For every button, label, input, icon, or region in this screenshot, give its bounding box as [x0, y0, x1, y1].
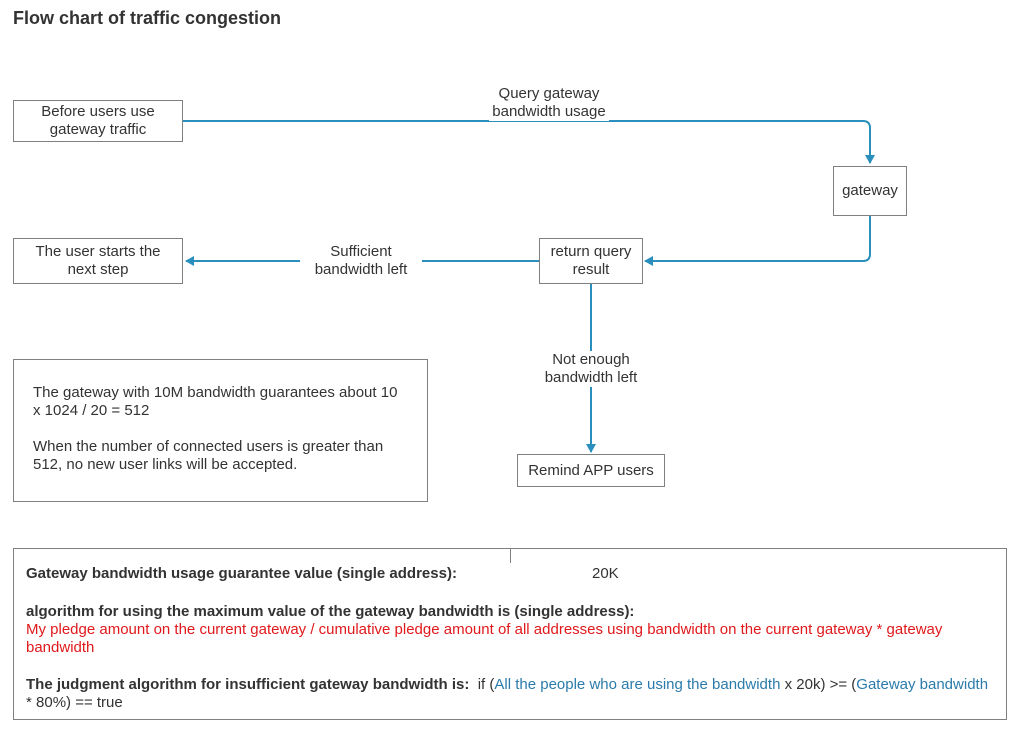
node-user-next-step: The user starts the next step — [13, 238, 183, 284]
node-remind-app-users: Remind APP users — [517, 454, 665, 487]
edge-label-not-enough: Not enough bandwidth left — [531, 351, 651, 387]
node-return-query-result: return query result — [539, 238, 643, 284]
note-line-1: The gateway with 10M bandwidth guarantee… — [33, 384, 398, 419]
judgment-if: if ( — [477, 676, 495, 693]
judgment-end: * 80%) == true — [26, 694, 123, 711]
judgment-label: The judgment algorithm for insufficient … — [26, 676, 470, 693]
guarantee-label: Gateway bandwidth usage guarantee value … — [26, 565, 457, 582]
judgment-gateway-bandwidth: Gateway bandwidth — [856, 676, 989, 693]
max-value-formula: My pledge amount on the current gateway … — [26, 621, 943, 656]
edge-label-sufficient: Sufficient bandwidth left — [300, 243, 422, 279]
edge-gateway-return — [644, 216, 871, 266]
edge-query-gateway — [183, 120, 875, 164]
judgment-row: The judgment algorithm for insufficient … — [26, 676, 996, 712]
algorithm-panel: Gateway bandwidth usage guarantee value … — [13, 548, 1007, 720]
panel-tick — [510, 548, 511, 563]
judgment-mid: x 20k) >= ( — [780, 676, 857, 693]
guarantee-row: Gateway bandwidth usage guarantee value … — [26, 565, 996, 583]
max-value-label: algorithm for using the maximum value of… — [26, 603, 635, 620]
node-before-users: Before users use gateway traffic — [13, 100, 183, 142]
diagram-title: Flow chart of traffic congestion — [13, 8, 282, 28]
guarantee-value: 20K — [592, 565, 619, 582]
bandwidth-note: The gateway with 10M bandwidth guarantee… — [13, 359, 428, 502]
max-value-row: algorithm for using the maximum value of… — [26, 603, 996, 657]
judgment-people: All the people who are using the bandwid… — [494, 676, 781, 693]
note-line-2: When the number of connected users is gr… — [33, 438, 384, 473]
edge-label-query: Query gateway bandwidth usage — [489, 85, 609, 121]
node-gateway: gateway — [833, 166, 907, 216]
